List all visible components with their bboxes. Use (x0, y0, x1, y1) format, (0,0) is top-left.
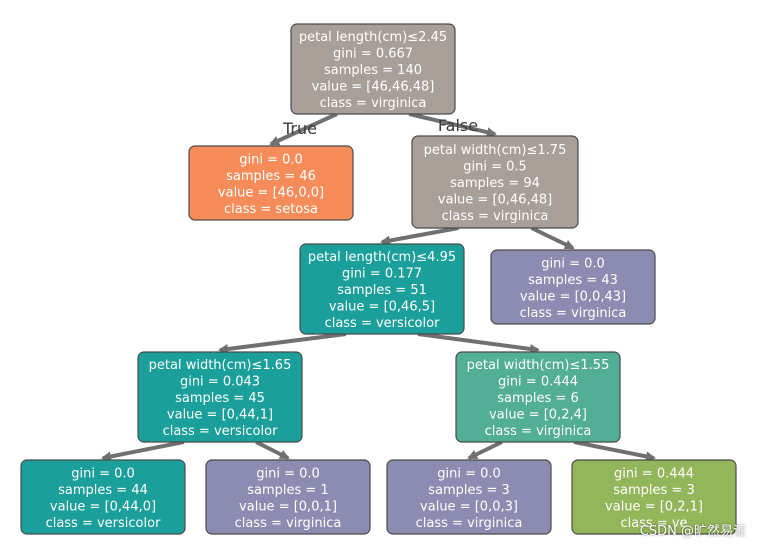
node-line: gini = 0.0 (437, 466, 501, 481)
node-box (490, 249, 656, 325)
edge-n3-n6 (417, 332, 540, 354)
edge-n5-n8 (255, 440, 290, 460)
node-line: samples = 45 (175, 391, 265, 406)
node-line: value = [0,44,0] (50, 499, 156, 514)
edge-label-true: True (282, 119, 317, 138)
node-box (411, 135, 579, 229)
node-line: value = [0,2,1] (605, 499, 703, 514)
node-line: samples = 6 (497, 391, 578, 406)
edge-label-false: False (438, 116, 478, 135)
node-line: class = virginica (520, 306, 627, 321)
node-line: petal width(cm)≤1.75 (424, 143, 567, 158)
node-line: petal length(cm)≤2.45 (299, 30, 447, 45)
node-line: gini = 0.043 (180, 375, 260, 390)
node-line: value = [46,0,0] (218, 185, 324, 200)
node-box (188, 145, 354, 221)
node-line: value = [0,46,48] (438, 193, 552, 208)
tree-node-n3: petal length(cm)≤4.95 gini = 0.177samples… (299, 243, 465, 335)
node-line: class = virginica (235, 516, 342, 531)
node-line: gini = 0.177 (342, 267, 422, 282)
node-line: gini = 0.0 (71, 466, 135, 481)
watermark: CSDN @旷然易证 (639, 524, 746, 539)
edge-n0-n2 (408, 112, 497, 138)
edge-n5-n7 (101, 440, 185, 462)
node-line: value = [0,44,1] (167, 408, 273, 423)
edge-n6-n9 (467, 440, 503, 460)
edge-n2-n3 (380, 226, 459, 246)
node-line: gini = 0.0 (239, 152, 303, 167)
node-line: petal length(cm)≤4.95 (308, 250, 456, 265)
node-line: class = versicolor (325, 316, 441, 331)
node-box (571, 459, 737, 535)
node-line: class = virginica (485, 424, 592, 439)
node-box (455, 351, 621, 443)
node-line: samples = 3 (613, 483, 694, 498)
node-box (290, 23, 456, 115)
node-line: class = virginica (320, 96, 427, 111)
edge-n2-n4 (530, 226, 575, 250)
node-line: value = [0,2,4] (489, 408, 587, 423)
node-line: value = [0,46,5] (329, 300, 435, 315)
edge-n0-n1 (269, 112, 338, 146)
node-line: gini = 0.0 (541, 256, 605, 271)
node-line: value = [0,0,43] (520, 289, 626, 304)
node-box (137, 351, 303, 443)
node-line: class = setosa (224, 202, 318, 217)
node-line: samples = 46 (226, 169, 316, 184)
node-line: class = ve (620, 516, 687, 531)
node-line: samples = 3 (428, 483, 509, 498)
node-line: samples = 44 (58, 483, 148, 498)
node-line: class = virginica (442, 209, 549, 224)
tree-node-n5: petal width(cm)≤1.65 gini = 0.043samples … (137, 351, 303, 443)
tree-node-n6: petal width(cm)≤1.55 gini = 0.444samples … (455, 351, 621, 443)
edge-n3-n5 (218, 332, 347, 354)
node-box (299, 243, 465, 335)
node-line: class = versicolor (163, 424, 279, 439)
node-line: value = [0,0,3] (420, 499, 518, 514)
node-line: samples = 1 (247, 483, 328, 498)
node-line: samples = 94 (450, 176, 540, 191)
edge-n6-n10 (573, 440, 656, 462)
tree-node-n0: petal length(cm)≤2.45 gini = 0.667samples… (290, 23, 456, 115)
node-line: class = virginica (416, 516, 523, 531)
node-line: petal width(cm)≤1.65 (149, 358, 292, 373)
node-line: petal width(cm)≤1.55 (467, 358, 610, 373)
node-line: value = [46,46,48] (312, 80, 435, 95)
edge-labels: True False (282, 116, 478, 138)
node-box (205, 459, 371, 535)
node-line: gini = 0.444 (498, 375, 578, 390)
node-line: gini = 0.0 (256, 466, 320, 481)
node-box (20, 459, 186, 535)
node-box (386, 459, 552, 535)
node-line: value = [0,0,1] (239, 499, 337, 514)
node-line: samples = 140 (324, 63, 422, 78)
node-line: gini = 0.667 (333, 47, 413, 62)
node-line: gini = 0.5 (463, 160, 527, 175)
tree-edges (101, 112, 656, 462)
node-line: class = versicolor (46, 516, 162, 531)
node-line: gini = 0.444 (614, 466, 694, 481)
node-line: samples = 43 (528, 273, 618, 288)
node-line: samples = 51 (337, 283, 427, 298)
